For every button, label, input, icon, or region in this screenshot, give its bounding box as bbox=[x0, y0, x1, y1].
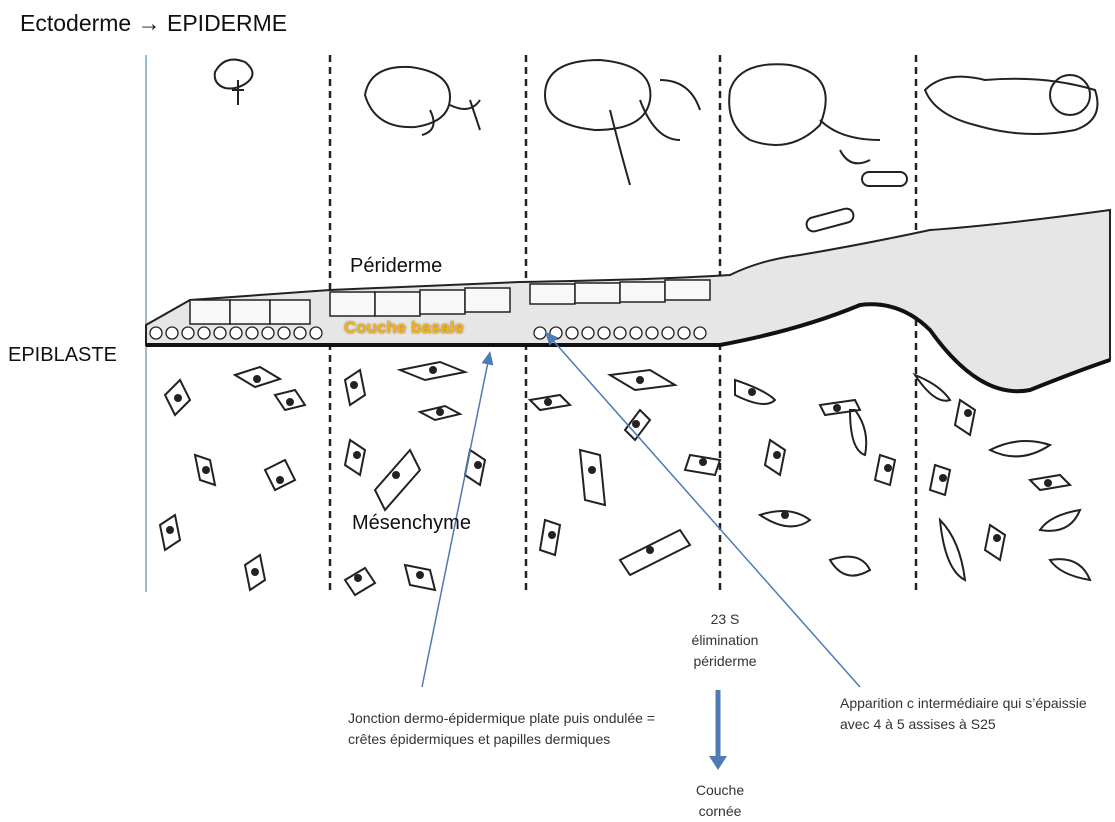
elimination-label: élimination bbox=[680, 630, 770, 651]
periderm-cell bbox=[530, 284, 575, 304]
week23-label: 23 S bbox=[680, 609, 770, 630]
cell-fragment bbox=[805, 207, 855, 233]
periderm-cell bbox=[375, 292, 420, 316]
periderm-cell bbox=[190, 300, 230, 324]
periderm-cell bbox=[330, 292, 375, 316]
periderm-cell bbox=[420, 290, 465, 314]
embryo-stage-5-head bbox=[1050, 75, 1090, 115]
embryo-sketches bbox=[215, 60, 1098, 233]
couche-basale-label: Couche basale bbox=[344, 318, 464, 338]
embryo-stage-4-limb bbox=[820, 120, 880, 163]
embryo-stage-4 bbox=[729, 64, 826, 145]
couche-cornee-note: Couche cornée bbox=[680, 780, 760, 822]
epidermis-band bbox=[146, 210, 1110, 391]
jonction-note: Jonction dermo-épidermique plate puis on… bbox=[348, 708, 688, 750]
week23-note: 23 S élimination périderme bbox=[680, 609, 770, 672]
embryo-stage-3 bbox=[545, 60, 650, 130]
periderm-cell bbox=[665, 280, 710, 300]
mesenchyme-label: Mésenchyme bbox=[352, 512, 471, 535]
embryo-stage-1-limb bbox=[232, 80, 244, 105]
epiblaste-label: EPIBLASTE bbox=[8, 344, 117, 367]
apparition-note: Apparition c intermédiaire qui s’épaissi… bbox=[840, 693, 1115, 735]
couche-label: Couche bbox=[680, 780, 760, 801]
periderm-cell bbox=[230, 300, 270, 324]
periderm-cell bbox=[465, 288, 510, 312]
periderm-cell bbox=[620, 282, 665, 302]
embryo-stage-2 bbox=[365, 67, 450, 127]
mesenchyme-cells bbox=[160, 362, 1090, 595]
cell-fragment bbox=[862, 172, 907, 186]
embryo-stage-2-limb bbox=[422, 100, 480, 135]
cornee-label: cornée bbox=[680, 801, 760, 822]
periderme-label: Périderme bbox=[350, 255, 442, 278]
embryo-stage-1 bbox=[215, 60, 253, 89]
embryo-stage-5 bbox=[925, 77, 1098, 134]
periderm-cell bbox=[270, 300, 310, 324]
cornee-arrow-head bbox=[709, 756, 727, 770]
embryo-stage-3-limb bbox=[610, 80, 700, 185]
periderm-cell bbox=[575, 283, 620, 303]
periderme-elim-label: périderme bbox=[680, 651, 770, 672]
